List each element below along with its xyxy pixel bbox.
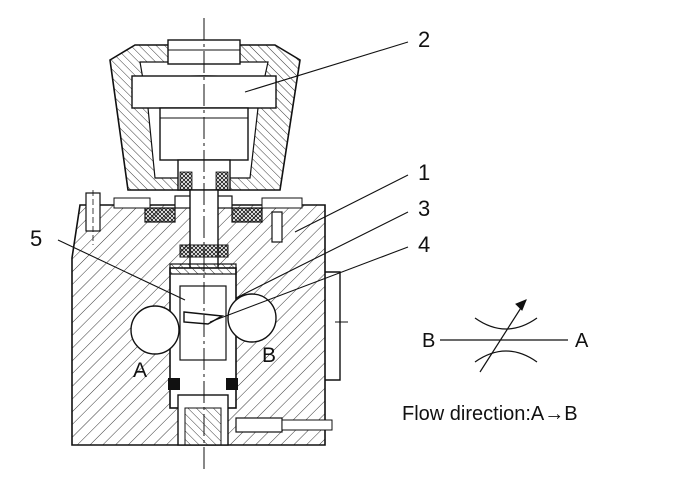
callout-5: 5 [30,226,42,251]
callout-2: 2 [418,27,430,52]
throttle-sleeve [168,263,238,446]
lower-fitting [235,417,333,433]
symbol-label-left: B [422,330,435,352]
leader-lines [57,41,409,323]
port-b [227,293,277,343]
adjusting-knob [109,39,301,191]
flow-direction-caption: Flow direction:A→B [402,403,578,425]
symbol-label-right: A [575,330,589,352]
port-a [130,305,180,355]
callout-1: 1 [418,160,430,185]
bolt [85,190,101,245]
port-b-label: B [262,344,276,367]
throttle-symbol [440,299,568,373]
callout-4: 4 [418,232,430,257]
callout-3: 3 [418,196,430,221]
port-a-label: A [133,359,147,382]
